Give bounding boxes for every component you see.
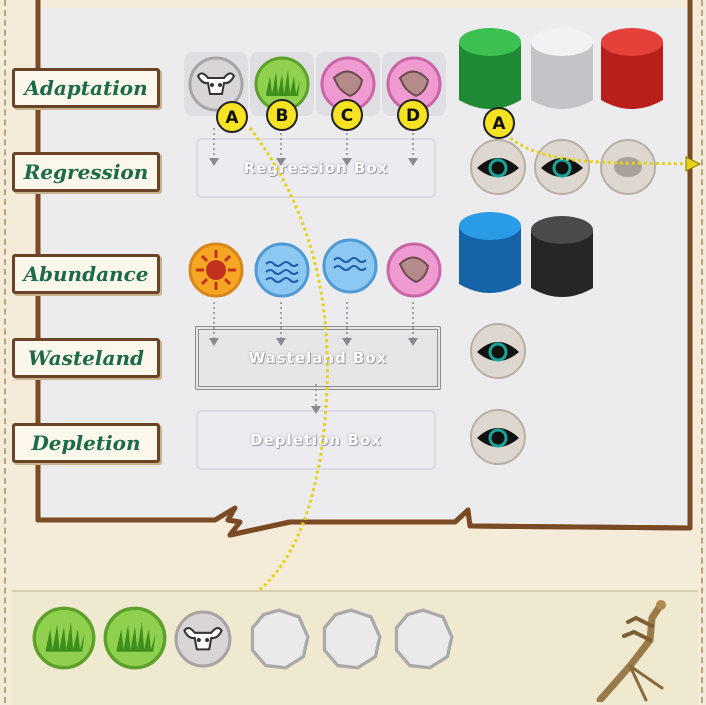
tray-empty-slot[interactable]: [320, 608, 382, 670]
letter-d-text: D: [406, 106, 420, 126]
tray-grass-token[interactable]: [32, 606, 96, 670]
letter-marker-b: B: [265, 98, 299, 132]
letter-marker-a: A: [215, 100, 249, 134]
tray-empty-slot[interactable]: [392, 608, 454, 670]
letter-marker-cube-a: A: [482, 106, 516, 140]
letter-marker-d: D: [396, 98, 430, 132]
letter-c-text: C: [341, 106, 353, 126]
letter-cube-a-text: A: [492, 114, 506, 134]
letter-a-text: A: [225, 108, 239, 128]
letter-b-text: B: [276, 106, 289, 126]
letter-marker-c: C: [330, 98, 364, 132]
tray-grass-token[interactable]: [103, 606, 167, 670]
mantis-illustration: [590, 596, 690, 702]
tray-horn-skull-token[interactable]: [174, 610, 232, 668]
tray-empty-slot[interactable]: [248, 608, 310, 670]
